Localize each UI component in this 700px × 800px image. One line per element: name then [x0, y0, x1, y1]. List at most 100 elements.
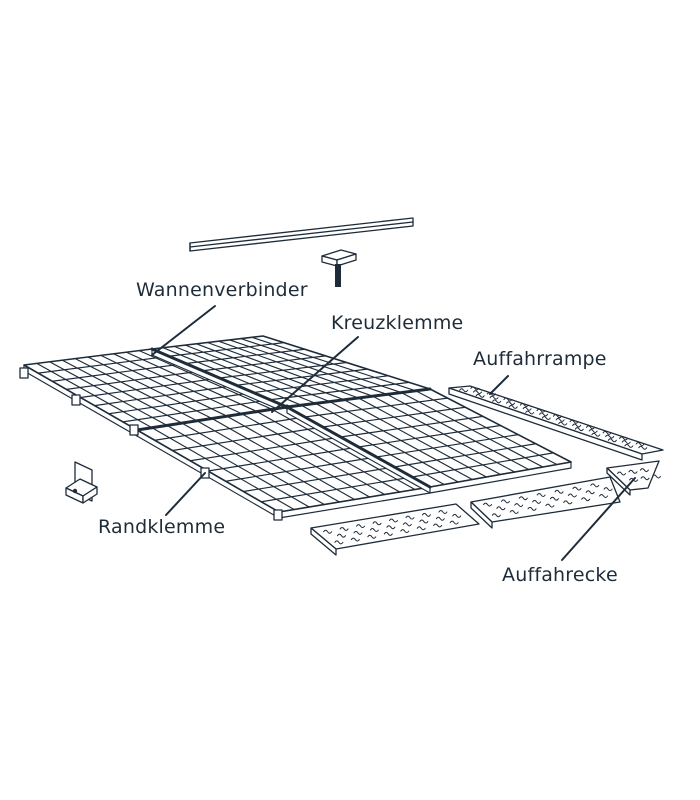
ramp-texture-mark — [323, 529, 333, 534]
ramp-texture-mark — [545, 503, 555, 508]
ramp-texture-mark — [558, 421, 568, 426]
ramp-texture-mark — [603, 487, 613, 492]
ramp-texture-mark — [473, 390, 483, 395]
ramp-texture-mark — [405, 515, 415, 520]
ramp-texture-mark — [372, 521, 382, 526]
leader-auffahrrampe — [489, 375, 509, 395]
ramp-texture-mark — [514, 503, 524, 508]
bolt-part — [321, 249, 357, 287]
ramp-texture-mark — [491, 513, 501, 518]
ramp-texture-mark — [591, 432, 601, 437]
randklemme-bracket — [65, 461, 98, 504]
ramp-texture-mark — [339, 526, 349, 531]
leader-lines — [151, 305, 636, 561]
kreuzklemme-clamp — [284, 404, 290, 410]
ramp-texture-mark — [638, 445, 648, 450]
ramp-texture-mark — [475, 393, 485, 398]
ramp-texture-mark — [519, 403, 529, 408]
ramp-texture-mark — [585, 490, 595, 495]
front-ramp-left — [310, 503, 480, 556]
ramp-texture-mark — [639, 468, 649, 473]
ramp-texture-mark — [522, 406, 532, 411]
ramp-texture-mark — [599, 494, 609, 499]
ramp-texture-mark — [506, 401, 516, 406]
ramp-texture-mark — [503, 397, 513, 402]
ramp-texture-mark — [489, 395, 499, 400]
ramp-texture-mark — [605, 434, 615, 439]
label-randklemme: Randklemme — [98, 516, 226, 538]
ramp-texture-mark — [433, 523, 443, 528]
ramp-texture-mark — [590, 483, 600, 488]
ramp-texture-mark — [586, 425, 596, 430]
ramp-texture-mark — [572, 486, 582, 491]
leader-randklemme — [165, 472, 206, 516]
ramp-texture-mark — [549, 496, 559, 501]
ramp-texture-mark — [569, 419, 579, 424]
ramp-texture-mark — [572, 423, 582, 428]
ramp-texture-mark — [400, 529, 410, 534]
ramp-texture-mark — [536, 408, 546, 413]
ramp-texture-mark — [536, 492, 546, 497]
ramp-texture-mark — [555, 417, 565, 422]
ramp-texture-mark — [500, 499, 510, 504]
ramp-texture-mark — [353, 530, 363, 535]
ramp-texture-mark — [552, 414, 562, 419]
ramp-texture-mark — [369, 528, 379, 533]
ramp-texture-mark — [421, 512, 431, 517]
ramp-texture-mark — [383, 531, 393, 536]
ramp-texture-mark — [554, 489, 564, 494]
ramp-texture-mark — [581, 497, 591, 502]
ramp-texture-mark — [496, 506, 506, 511]
ramp-texture-mark — [617, 471, 627, 476]
ramp-texture-mark — [509, 510, 519, 515]
ramp-texture-mark — [470, 386, 480, 391]
ramp-texture-mark — [334, 540, 344, 545]
ramp-texture-mark — [402, 522, 412, 527]
ramp-texture-mark — [350, 537, 360, 542]
grid-panel — [136, 406, 431, 519]
ramp-texture-mark — [459, 388, 469, 393]
leader-wannenverbinder — [151, 305, 216, 356]
ramp-texture-mark — [628, 469, 638, 474]
ramp-texture-mark — [336, 533, 346, 538]
ramp-texture-mark — [640, 476, 650, 481]
ramp-texture-mark — [483, 502, 493, 507]
leader-kreuzklemme — [271, 336, 359, 413]
ramp-texture-mark — [541, 416, 551, 421]
ramp-texture-mark — [532, 499, 542, 504]
ramp-texture-mark — [527, 506, 537, 511]
ramp-texture-mark — [518, 496, 528, 501]
ramp-texture-mark — [435, 516, 445, 521]
label-auffahrrampe: Auffahrrampe — [473, 348, 607, 370]
auffahrrampe-ramp — [448, 385, 664, 461]
ramp-texture-mark — [525, 410, 535, 415]
ramp-texture-mark — [388, 518, 398, 523]
ramp-texture-mark — [624, 443, 634, 448]
ramp-texture-mark — [574, 427, 584, 432]
ramp-texture-mark — [416, 526, 426, 531]
ramp-texture-mark — [438, 510, 448, 515]
label-wannenverbinder: Wannenverbinder — [136, 279, 308, 301]
grid-mat-panels — [23, 335, 572, 519]
label-kreuzklemme: Kreuzklemme — [331, 312, 464, 334]
ramp-texture-mark — [386, 525, 396, 530]
ramp-texture-mark — [621, 440, 631, 445]
ramp-texture-mark — [619, 436, 629, 441]
ramp-texture-mark — [508, 404, 518, 409]
ramp-texture-mark — [563, 500, 573, 505]
ramp-texture-mark — [356, 524, 366, 529]
ramp-texture-mark — [635, 442, 645, 446]
ramp-texture-mark — [607, 438, 617, 443]
ramp-texture-mark — [539, 412, 549, 417]
ramp-texture-mark — [602, 430, 612, 435]
ramp-texture-mark — [367, 534, 377, 539]
ramp-texture-mark — [419, 519, 429, 524]
ramp-texture-mark — [452, 513, 462, 518]
front-ramp-right — [470, 476, 621, 529]
wannenverbinder-rail — [189, 217, 414, 252]
ramp-texture-mark — [449, 520, 459, 525]
ramp-texture-mark — [588, 429, 598, 434]
ramp-texture-mark — [492, 399, 502, 404]
leader-auffahrecke — [561, 477, 636, 561]
label-auffahrecke: Auffahrecke — [502, 564, 618, 586]
